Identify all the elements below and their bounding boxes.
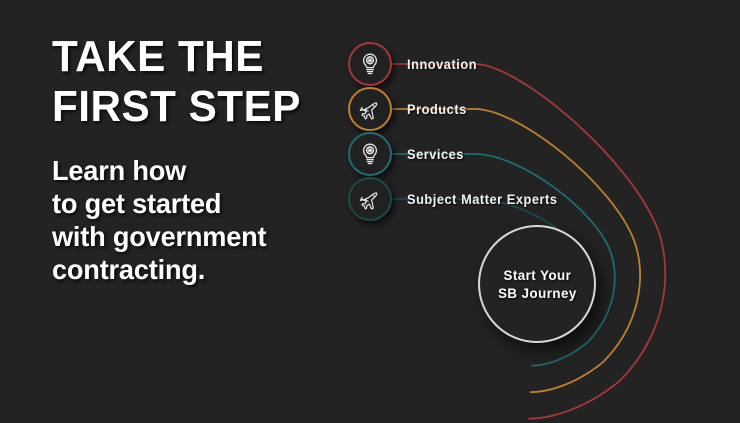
arc-connector-1 (369, 108, 641, 394)
lightbulb-gear-icon (357, 141, 383, 167)
lightbulb-gear-icon-circle[interactable] (348, 132, 392, 176)
airplane-icon (357, 96, 384, 123)
airplane-icon (357, 186, 384, 213)
journey-node-label: Products (407, 101, 467, 117)
page-subtitle: Learn how to get started with government… (52, 155, 267, 285)
arc-connector-0 (369, 63, 667, 420)
lightbulb-gear-icon-circle[interactable] (348, 42, 392, 86)
journey-node-label: Innovation (407, 56, 478, 72)
journey-node-0[interactable]: Innovation (348, 42, 481, 86)
start-journey-button[interactable]: Start Your SB Journey (478, 225, 596, 343)
journey-node-2[interactable]: Services (348, 132, 467, 176)
journey-node-label: Subject Matter Experts (407, 191, 558, 207)
page-title: TAKE THE FIRST STEP (52, 32, 301, 131)
airplane-icon-circle[interactable] (348, 87, 392, 131)
copy-block: TAKE THE FIRST STEP Learn how to get sta… (52, 32, 352, 286)
journey-node-1[interactable]: Products (348, 87, 470, 131)
arc-connector-2 (369, 153, 616, 367)
start-journey-label: Start Your SB Journey (497, 267, 577, 301)
lightbulb-gear-icon (357, 51, 383, 77)
journey-node-label: Services (407, 146, 464, 162)
airplane-icon-circle[interactable] (348, 177, 392, 221)
journey-node-3[interactable]: Subject Matter Experts (348, 177, 565, 221)
